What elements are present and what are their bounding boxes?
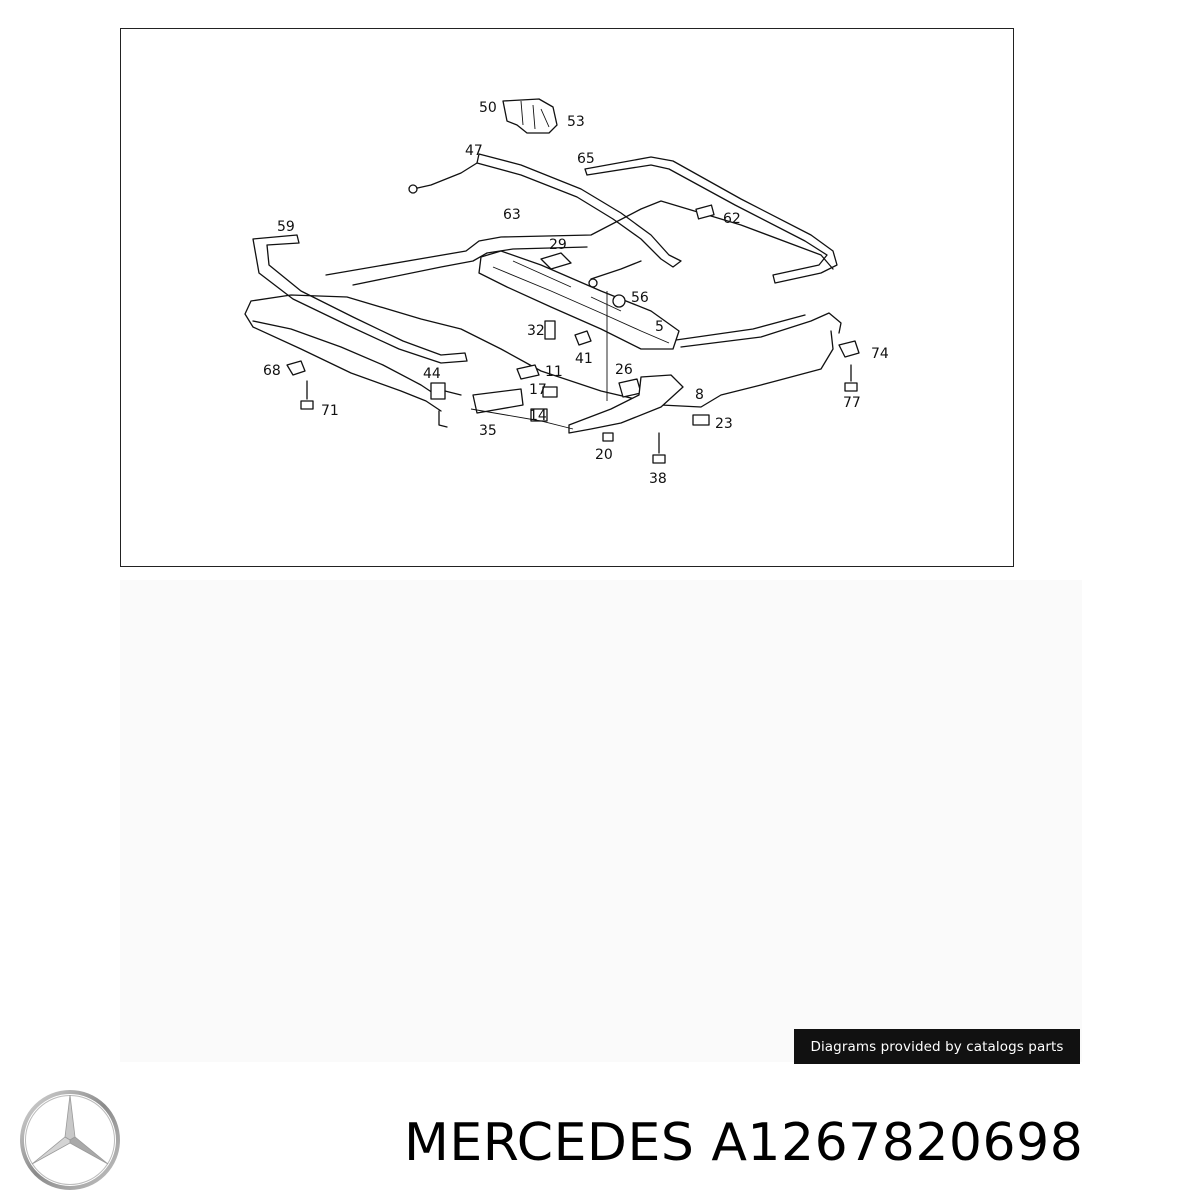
bolt-44-head	[430, 382, 446, 400]
bracket-29	[540, 252, 572, 270]
seal-strip-59	[252, 234, 468, 364]
screw-38	[652, 432, 666, 464]
canvas-lower-area	[120, 580, 1082, 1062]
callout-14: 14	[529, 408, 547, 424]
callout-17: 17	[529, 382, 547, 398]
spring-32	[544, 320, 556, 340]
callout-29: 29	[549, 237, 567, 253]
callout-35: 35	[479, 423, 497, 439]
callout-62: 62	[723, 211, 741, 227]
seal-strip-47	[476, 153, 682, 268]
cable-47	[412, 162, 642, 280]
callout-77: 77	[843, 395, 861, 411]
part-title: MERCEDES A1267820698	[404, 1113, 1084, 1173]
callout-50: 50	[479, 100, 497, 116]
seal-strip-65	[584, 156, 838, 284]
bolt-44-shaft	[444, 390, 462, 396]
callout-44: 44	[423, 366, 441, 382]
roof-frame-inner	[252, 320, 440, 398]
motor-detail	[520, 100, 550, 130]
callout-53: 53	[567, 114, 585, 130]
callout-71: 71	[321, 403, 339, 419]
screw-71	[300, 380, 314, 410]
callout-59: 59	[277, 219, 295, 235]
bracket-68	[286, 360, 306, 376]
screw-77	[844, 364, 858, 392]
roof-rear-edge	[325, 200, 834, 276]
callout-56: 56	[631, 290, 649, 306]
clip-62	[695, 204, 715, 220]
clip-41	[574, 330, 592, 346]
front-header-bar	[478, 250, 680, 350]
callout-8: 8	[695, 387, 704, 403]
pad-23	[692, 414, 710, 426]
callout-20: 20	[595, 447, 613, 463]
callout-74: 74	[871, 346, 889, 362]
cable-end-right	[588, 278, 598, 288]
callout-65: 65	[577, 151, 595, 167]
callout-5: 5	[655, 319, 664, 335]
roof-side-right	[680, 312, 842, 348]
nut-74	[838, 340, 860, 358]
mercedes-star-icon	[20, 1090, 120, 1190]
callout-41: 41	[575, 351, 593, 367]
callout-63: 63	[503, 207, 521, 223]
callout-47: 47	[465, 143, 483, 159]
roof-side-inner	[668, 314, 806, 342]
callout-11: 11	[545, 364, 563, 380]
credit-badge: Diagrams provided by catalogs parts	[794, 1029, 1080, 1064]
sunroof-exploded-diagram: 50 53 47 65 63 62 59 29 56 5 32 41 68 44…	[244, 98, 889, 487]
callout-38: 38	[649, 471, 667, 487]
leader-line-35	[470, 408, 574, 430]
roof-rear-inner	[352, 246, 588, 286]
callout-32: 32	[527, 323, 545, 339]
rail-guide-26	[618, 378, 642, 398]
block-17	[542, 386, 558, 398]
drive-motor	[502, 98, 558, 134]
cable-end-left	[408, 184, 418, 194]
roof-frame-outline	[244, 294, 834, 412]
header-bar-detail	[492, 260, 670, 344]
callout-68: 68	[263, 363, 281, 379]
callout-23: 23	[715, 416, 733, 432]
slider-8	[568, 374, 684, 434]
bracket-11	[516, 364, 540, 380]
callout-26: 26	[615, 362, 633, 378]
rear-foot	[438, 410, 448, 428]
clip-20	[602, 432, 614, 442]
guide-rail-35	[472, 388, 524, 414]
bushing-56	[612, 294, 626, 308]
parts-diagram-frame: 50 53 47 65 63 62 59 29 56 5 32 41 68 44…	[120, 28, 1014, 567]
